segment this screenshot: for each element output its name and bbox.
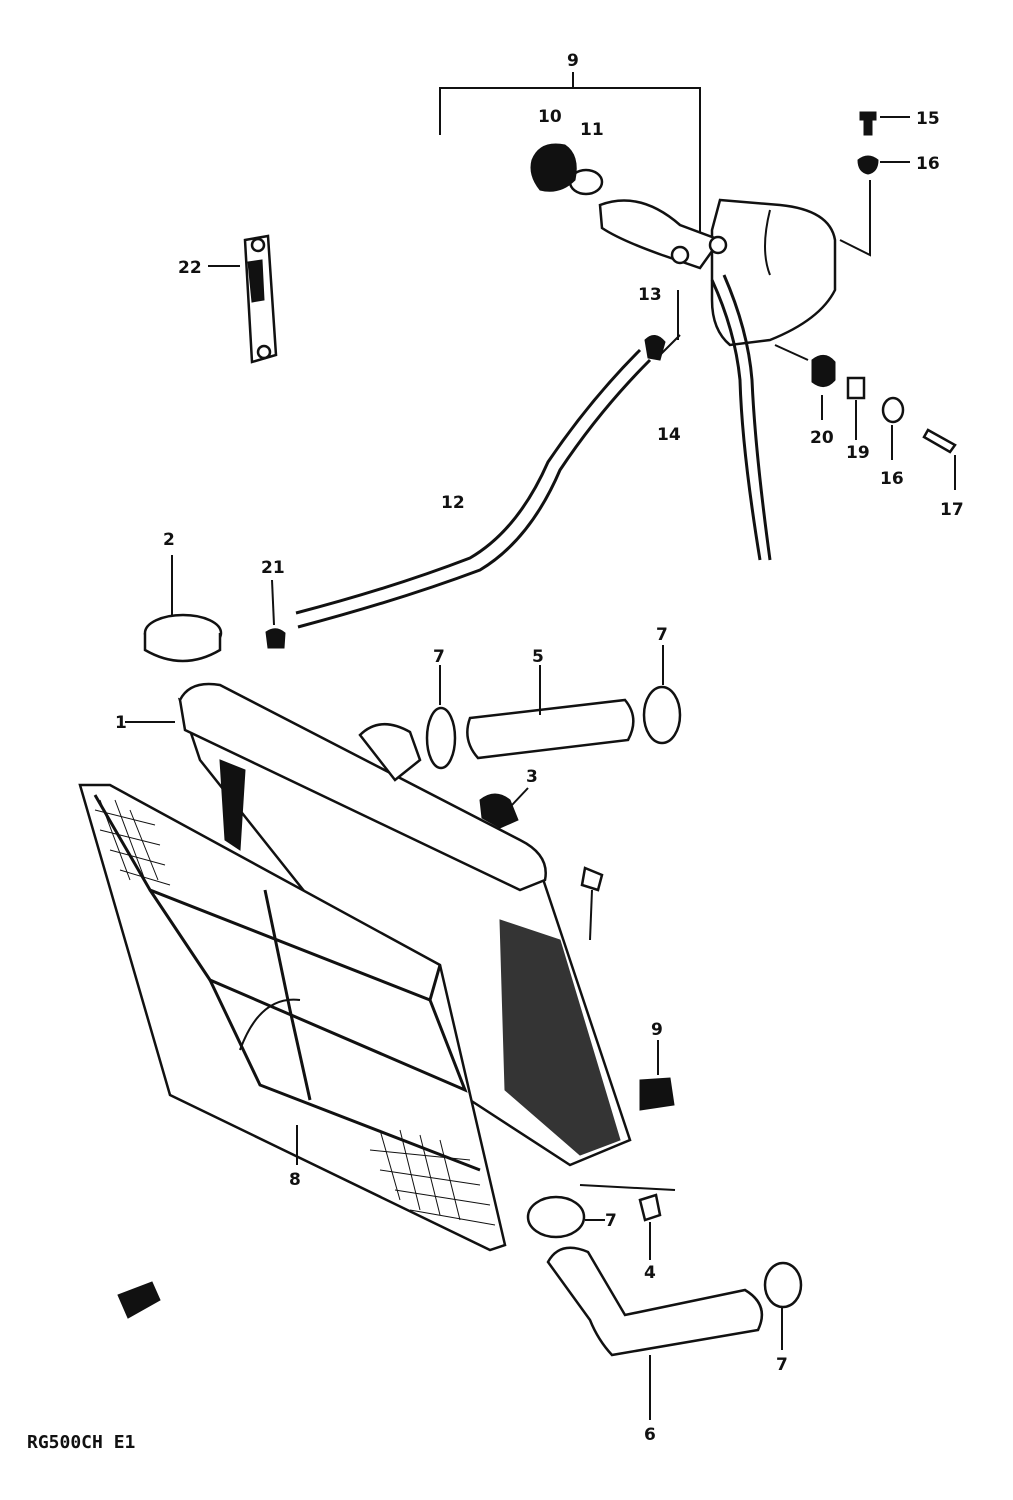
callout-3-top: 3 — [526, 767, 538, 787]
overflow-hose — [710, 274, 772, 561]
drain-plug — [479, 793, 519, 829]
callout-22: 22 — [178, 258, 202, 278]
rubber-strap — [208, 234, 278, 364]
callout-14: 14 — [657, 425, 681, 445]
grille-mesh — [94, 799, 496, 1226]
callout-13: 13 — [638, 285, 662, 305]
callout-5: 5 — [532, 647, 544, 667]
callout-11: 11 — [580, 120, 604, 140]
callout-10: 10 — [538, 107, 562, 127]
radiator-core — [125, 682, 632, 1167]
callout-1: 1 — [115, 713, 127, 733]
lower-hose — [546, 1246, 803, 1420]
spare-clip — [117, 1281, 161, 1319]
callout-16-top: 16 — [916, 154, 940, 174]
callout-12: 12 — [441, 493, 465, 513]
radiator-guard — [78, 783, 507, 1252]
hose-clip — [265, 628, 286, 649]
reservoir-bracket-line — [439, 72, 701, 245]
callout-15: 15 — [916, 109, 940, 129]
callout-20: 20 — [810, 428, 834, 448]
callout-6: 6 — [644, 1425, 656, 1445]
callout-9-top: 9 — [567, 51, 579, 71]
radiator-cap — [143, 555, 223, 663]
reservoir-tank — [710, 180, 871, 347]
callout-2: 2 — [163, 530, 175, 550]
callout-19: 19 — [846, 443, 870, 463]
mounting-hardware — [774, 111, 957, 490]
callout-8: 8 — [289, 1170, 301, 1190]
callout-7-right: 7 — [656, 625, 668, 645]
callout-17: 17 — [940, 500, 964, 520]
callout-7-lower: 7 — [605, 1211, 617, 1231]
lower-fittings — [526, 1040, 676, 1260]
callout-21: 21 — [261, 558, 285, 578]
callout-4: 4 — [644, 1263, 656, 1283]
callout-7-left: 7 — [433, 647, 445, 667]
upper-hose — [425, 645, 682, 770]
callout-16-bottom: 16 — [880, 469, 904, 489]
reservoir-filler-neck — [530, 143, 728, 270]
leader-13 — [659, 334, 681, 356]
callout-7-hose: 7 — [776, 1355, 788, 1375]
callout-9: 9 — [651, 1020, 663, 1040]
hose-joint — [644, 335, 666, 361]
model-code: RG500CH E1 — [27, 1432, 135, 1453]
mount-bolt — [580, 866, 604, 892]
reservoir-hose — [295, 348, 652, 629]
